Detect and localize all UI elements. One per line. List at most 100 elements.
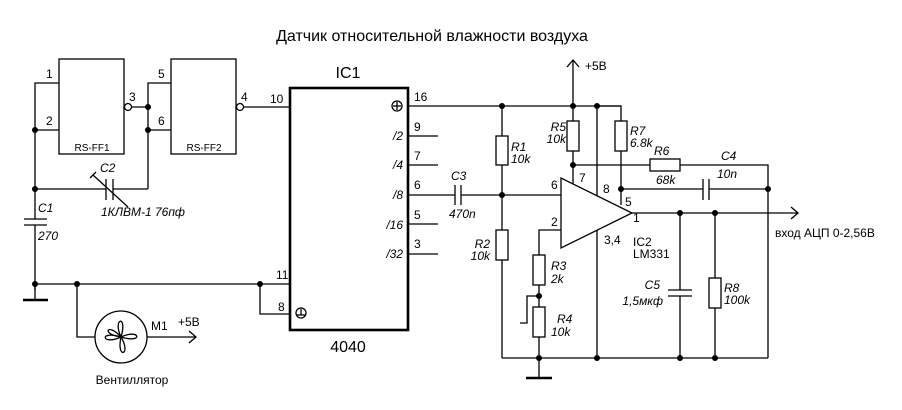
ic2-pin34: 3,4 <box>604 233 621 247</box>
c4-capacitor: C4 10n <box>621 149 771 200</box>
r2-resistor: R2 10k <box>471 229 509 358</box>
r6-ref: R6 <box>654 144 670 158</box>
junction <box>765 186 771 192</box>
c5-ref: C5 <box>645 278 661 292</box>
r6-value: 68k <box>656 173 676 187</box>
r4-ref: R4 <box>557 312 573 326</box>
ic2-pin8: 8 <box>603 182 610 196</box>
junction <box>32 281 38 287</box>
ic2-pin6: 6 <box>551 178 558 192</box>
r8-ref: R8 <box>724 281 740 295</box>
r4-trimmer-resistor: R4 10k <box>520 295 573 380</box>
r5-value: 10k <box>547 132 567 146</box>
ic2-pin1: 1 <box>633 211 640 225</box>
ic1-pin8: 8 <box>278 300 285 314</box>
junction <box>32 186 38 192</box>
fan-blades-icon <box>104 320 138 354</box>
r3-ref: R3 <box>551 259 567 273</box>
ic1-pin5: 5 <box>414 208 421 222</box>
rs-ff2-inverting-output <box>235 102 245 112</box>
ground-bus-right <box>502 355 768 361</box>
rs-ff2: RS-FF2 5 6 4 <box>158 58 248 155</box>
supply-5v: +5В <box>499 59 621 109</box>
c2-variable-capacitor: C2 1КЛВМ-1 76пф <box>89 161 185 219</box>
output-arrow-icon <box>790 206 799 220</box>
ic1-out-div2: /2 <box>392 129 403 143</box>
r1-resistor: R1 10k <box>495 106 531 230</box>
ic2-part: LM331 <box>633 247 670 261</box>
ic1-out-div4: /4 <box>392 158 403 172</box>
r1-ref: R1 <box>511 140 526 154</box>
ic1-pin7: 7 <box>414 149 421 163</box>
output-line: вход АЦП 0-2,56В <box>632 206 875 240</box>
rs-ff2-pin5: 5 <box>158 67 165 81</box>
ic1-body <box>288 86 410 332</box>
rs-ff1-label: RS-FF1 <box>75 143 110 154</box>
c4-value: 10n <box>717 167 737 181</box>
ic2-pin2: 2 <box>551 215 558 229</box>
ic1-out-div32: /32 <box>385 247 403 261</box>
rs-ff2-pin6: 6 <box>158 114 165 128</box>
c1-ref: C1 <box>38 201 53 215</box>
ic2-ref: IC2 <box>633 235 652 249</box>
ic2-pin7: 7 <box>579 171 586 185</box>
r2-ref: R2 <box>475 237 491 251</box>
c5-value: 1,5мкф <box>622 294 663 308</box>
rs-ff1-body <box>58 58 125 155</box>
r1-value: 10k <box>511 152 531 166</box>
r7-ref: R7 <box>630 124 647 138</box>
ic1-pin9: 9 <box>414 120 421 134</box>
r3-value: 2k <box>550 272 565 286</box>
output-label: вход АЦП 0-2,56В <box>775 226 875 240</box>
ic1-pin10: 10 <box>270 92 284 106</box>
c2-ref: C2 <box>100 161 116 175</box>
junction <box>499 192 505 198</box>
ic1-pin11: 11 <box>276 268 289 282</box>
diagram-title: Датчик относительной влажности воздуха <box>276 28 588 45</box>
c3-value: 470n <box>449 207 476 221</box>
rs-ff2-body <box>170 58 237 155</box>
c5-capacitor: C5 1,5мкф <box>622 213 692 358</box>
r8-resistor: R8 100k <box>708 213 751 358</box>
c3-capacitor: C3 470n <box>449 169 561 221</box>
junction <box>536 355 542 361</box>
junction <box>32 127 38 133</box>
r8-value: 100k <box>724 293 751 307</box>
c1-capacitor: C1 270 <box>24 201 58 243</box>
ic1-pin3: 3 <box>414 237 421 251</box>
ic1-pin6: 6 <box>414 178 421 192</box>
ic1-pin16: 16 <box>414 90 428 104</box>
c1-value: 270 <box>37 229 58 243</box>
wire-ff2-inputs <box>147 82 171 189</box>
fan-m1: M1 +5В Вентиллятор <box>76 284 200 387</box>
rs-ff1-pin2: 2 <box>46 114 53 128</box>
rs-ff2-label: RS-FF2 <box>187 143 222 154</box>
rs-ff1-inverting-output <box>123 102 133 112</box>
rs-ff1-pin3: 3 <box>129 90 136 104</box>
ic2-lm331: 6 2 7 8 5 1 3,4 IC2 LM331 <box>551 171 670 361</box>
r5-ref: R5 <box>551 120 567 134</box>
junction <box>145 127 151 133</box>
ic1-4040: IC1 4040 10 11 8 16 9 /2 7 /4 6 /8 5 /16… <box>270 65 502 356</box>
m1-label: Вентиллятор <box>96 373 169 387</box>
m1-supply: +5В <box>178 315 200 329</box>
r5-resistor: R5 10k <box>547 106 580 184</box>
variable-arrow <box>92 174 129 208</box>
m1-ref: M1 <box>151 319 168 333</box>
ic1-part: 4040 <box>330 339 366 356</box>
r2-value: 10k <box>471 249 491 263</box>
rs-ff2-pin4: 4 <box>241 90 248 104</box>
r6-resistor: R6 68k <box>573 144 769 358</box>
c2-value: 1КЛВМ-1 76пф <box>101 205 185 219</box>
ic1-out-div16: /16 <box>385 218 403 232</box>
r7-resistor: R7 6.8k <box>596 105 654 205</box>
rs-ff1: RS-FF1 1 2 3 <box>46 58 136 155</box>
junction <box>257 281 263 287</box>
c3-ref: C3 <box>451 169 467 183</box>
c4-ref: C4 <box>721 149 737 163</box>
ic2-pin5: 5 <box>625 195 632 209</box>
rs-ff1-pin1: 1 <box>46 67 53 81</box>
junction <box>145 104 151 110</box>
supply-arrow-icon <box>566 59 580 68</box>
